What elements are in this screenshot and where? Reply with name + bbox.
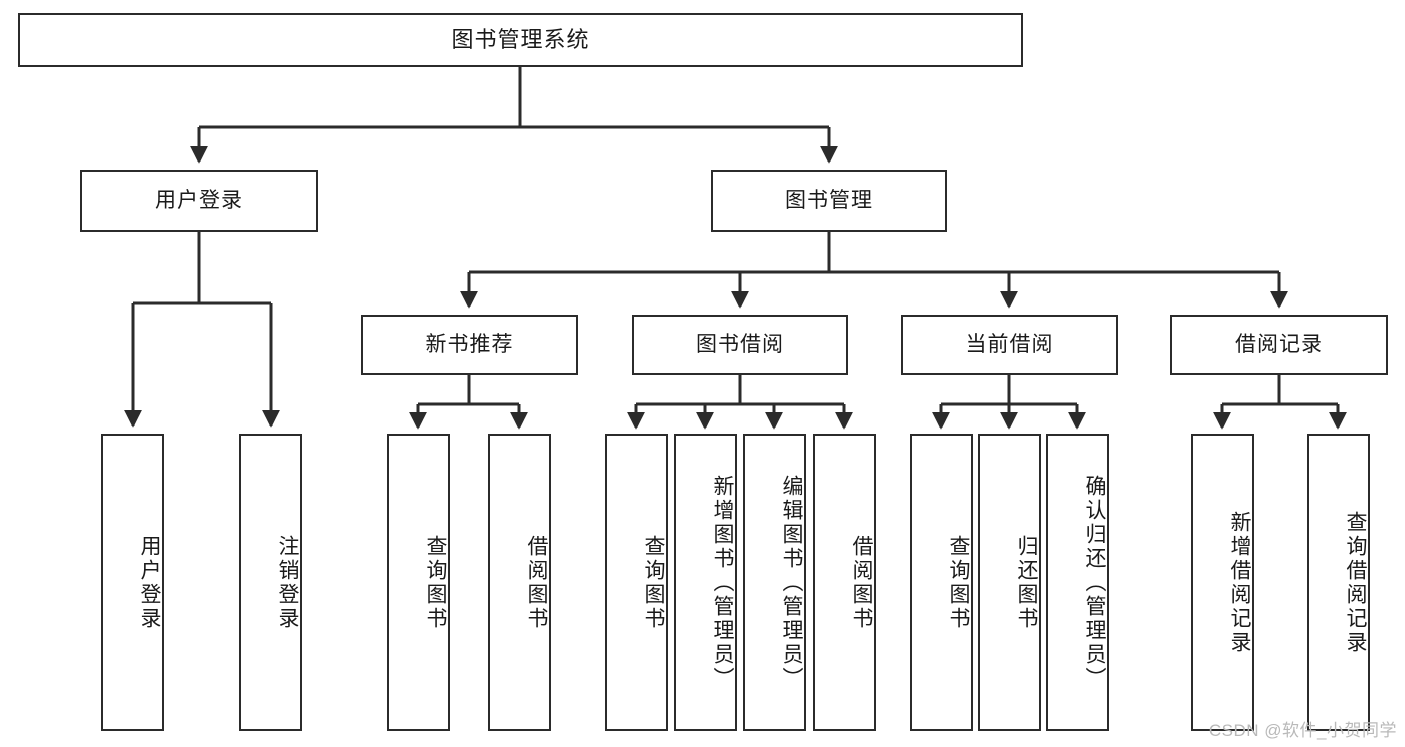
leaf-query-book-2-label: 查询图书: [642, 534, 665, 631]
node-current-borrow[interactable]: 当前借阅: [901, 315, 1118, 375]
node-new-book-recommend-label: 新书推荐: [425, 333, 514, 357]
leaf-borrow-book-1[interactable]: 借阅图书: [488, 434, 551, 731]
leaf-borrow-book-2-label: 借阅图书: [850, 534, 873, 631]
node-new-book-recommend[interactable]: 新书推荐: [361, 315, 578, 375]
node-user-login[interactable]: 用户登录: [80, 170, 318, 232]
leaf-query-book-2[interactable]: 查询图书: [605, 434, 668, 731]
node-book-manage-label: 图书管理: [785, 189, 873, 213]
leaf-user-login-label: 用户登录: [138, 534, 161, 631]
leaf-query-borrow-record-label: 查询借阅记录: [1344, 510, 1367, 655]
leaf-borrow-book-2[interactable]: 借阅图书: [813, 434, 876, 731]
node-current-borrow-label: 当前借阅: [965, 333, 1054, 357]
leaf-query-book-3-label: 查询图书: [947, 534, 970, 631]
leaf-return-book[interactable]: 归还图书: [978, 434, 1041, 731]
node-user-login-label: 用户登录: [155, 189, 243, 213]
node-root[interactable]: 图书管理系统: [18, 13, 1023, 67]
leaf-borrow-book-1-label: 借阅图书: [525, 534, 548, 631]
node-book-borrow-label: 图书借阅: [696, 333, 784, 357]
leaf-add-book-admin-label: 新增图书（管理员）: [711, 474, 734, 691]
leaf-user-logout[interactable]: 注销登录: [239, 434, 302, 731]
leaf-user-login[interactable]: 用户登录: [101, 434, 164, 731]
leaf-query-borrow-record[interactable]: 查询借阅记录: [1307, 434, 1370, 731]
node-borrow-record-label: 借阅记录: [1235, 333, 1323, 357]
leaf-return-book-label: 归还图书: [1015, 534, 1038, 631]
leaf-edit-book-admin[interactable]: 编辑图书（管理员）: [743, 434, 806, 731]
node-borrow-record[interactable]: 借阅记录: [1170, 315, 1388, 375]
node-root-label: 图书管理系统: [451, 26, 590, 52]
leaf-add-borrow-record-label: 新增借阅记录: [1228, 510, 1251, 655]
leaf-confirm-return-admin[interactable]: 确认归还（管理员）: [1046, 434, 1109, 731]
leaf-query-book-1-label: 查询图书: [424, 534, 447, 631]
leaf-add-book-admin[interactable]: 新增图书（管理员）: [674, 434, 737, 731]
leaf-confirm-return-admin-label: 确认归还（管理员）: [1083, 474, 1106, 691]
leaf-user-logout-label: 注销登录: [276, 534, 299, 631]
leaf-query-book-1[interactable]: 查询图书: [387, 434, 450, 731]
leaf-add-borrow-record[interactable]: 新增借阅记录: [1191, 434, 1254, 731]
node-book-borrow[interactable]: 图书借阅: [632, 315, 848, 375]
csdn-watermark: CSDN @软件_小贺同学: [1208, 721, 1397, 740]
leaf-edit-book-admin-label: 编辑图书（管理员）: [780, 474, 803, 691]
leaf-query-book-3[interactable]: 查询图书: [910, 434, 973, 731]
node-book-manage[interactable]: 图书管理: [711, 170, 947, 232]
